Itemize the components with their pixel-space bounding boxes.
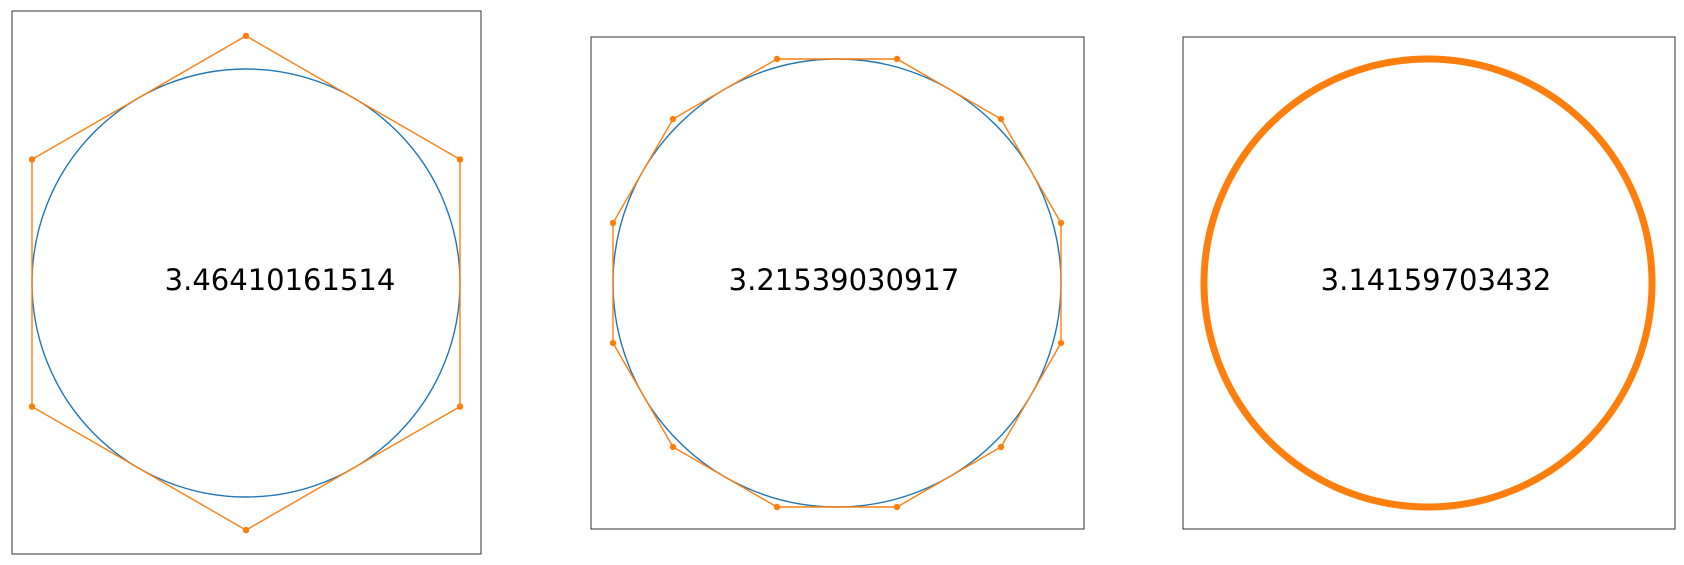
panel-1-label: 3.46410161514: [165, 263, 396, 297]
panel-1-vertex: [456, 403, 464, 410]
panel-2-vertex: [669, 443, 677, 451]
panel-1-frame: [11, 10, 482, 555]
panel-3-label: 3.14159703432: [1321, 263, 1552, 297]
panel-2-vertex: [1057, 219, 1065, 227]
panel-2-vertex: [773, 503, 781, 511]
panel-2-vertex: [893, 55, 901, 63]
panel-1-vertex: [456, 156, 464, 163]
panel-3: 3.14159703432: [1182, 36, 1676, 530]
panel-1-vertex: [242, 32, 250, 40]
panel-3-polygon: [1200, 55, 1656, 511]
panel-2-frame: [590, 36, 1085, 530]
panel-2-vertex: [669, 115, 677, 123]
panel-2-vertices: [609, 55, 1065, 511]
panel-2-vertex: [893, 503, 901, 511]
panel-2-vertex: [609, 339, 617, 347]
panel-1-vertex: [28, 156, 36, 163]
panel-2-vertex: [1057, 339, 1065, 347]
panel-1-vertices: [28, 32, 464, 534]
panel-2-label: 3.21539030917: [729, 263, 960, 297]
panel-2: 3.21539030917: [590, 36, 1085, 530]
panel-1-vertex: [28, 403, 36, 410]
panel-2-vertex: [609, 219, 617, 227]
panel-2-vertex: [773, 55, 781, 63]
panel-2-vertex: [997, 443, 1005, 451]
panel-1: 3.46410161514: [11, 10, 482, 555]
panel-3-frame: [1182, 36, 1676, 530]
panel-2-vertex: [997, 115, 1005, 123]
panel-1-vertex: [242, 526, 250, 534]
